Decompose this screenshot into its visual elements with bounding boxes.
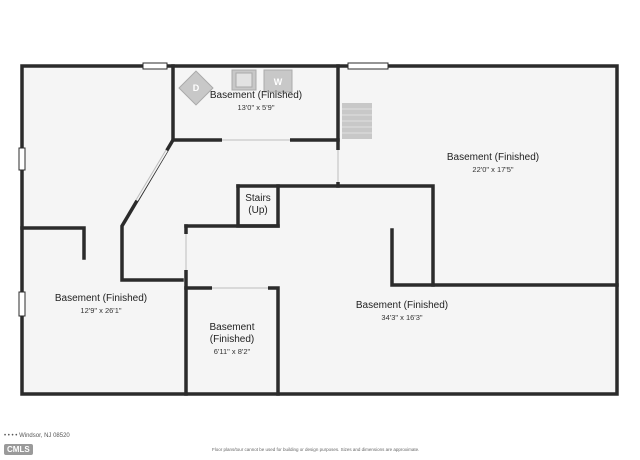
windows xyxy=(18,62,389,317)
right-room-wall xyxy=(236,184,619,287)
stairs-label: Stairs (Up) xyxy=(245,193,271,216)
outer-wall xyxy=(20,64,619,396)
washer: W xyxy=(263,69,293,93)
stair-treads xyxy=(342,103,372,139)
floor-area xyxy=(22,66,617,394)
room-name: Basement (Finished) xyxy=(446,152,540,163)
opening-lines xyxy=(135,139,339,289)
window xyxy=(142,62,168,70)
window xyxy=(347,62,389,70)
disclaimer-text: Floor plans/tour cannot be used for buil… xyxy=(212,447,420,452)
room-dimensions: 6'11" x 8'2" xyxy=(213,347,251,356)
washer-label: W xyxy=(274,77,283,87)
mls-logo: CMLS xyxy=(4,444,33,455)
window xyxy=(18,291,26,317)
address-text: • • • • Windsor, NJ 08520 xyxy=(4,433,70,439)
left-room-divider xyxy=(20,226,86,260)
dryer: D xyxy=(178,70,214,106)
sink-basin-icon xyxy=(235,72,253,88)
window xyxy=(18,147,26,171)
room-dimensions: 13'0" x 5'9" xyxy=(237,103,275,112)
room-dimensions: 22'0" x 17'5" xyxy=(472,165,514,174)
room-dimensions: 12'9" x 26'1" xyxy=(80,306,122,315)
dryer-icon xyxy=(178,70,214,106)
right-room-jog xyxy=(390,228,435,287)
washer-icon xyxy=(263,69,293,93)
room-name: Basement (Finished) xyxy=(209,90,303,101)
sink xyxy=(231,69,257,91)
room-name: Basement (Finished) xyxy=(54,293,148,304)
room-dimensions: 34'3" x 16'3" xyxy=(381,313,423,322)
door-line xyxy=(135,149,167,201)
walls xyxy=(20,64,619,396)
room-name: Basement (Finished) xyxy=(209,322,255,345)
room-name: Basement (Finished) xyxy=(355,300,449,311)
dryer-label: D xyxy=(193,83,200,93)
